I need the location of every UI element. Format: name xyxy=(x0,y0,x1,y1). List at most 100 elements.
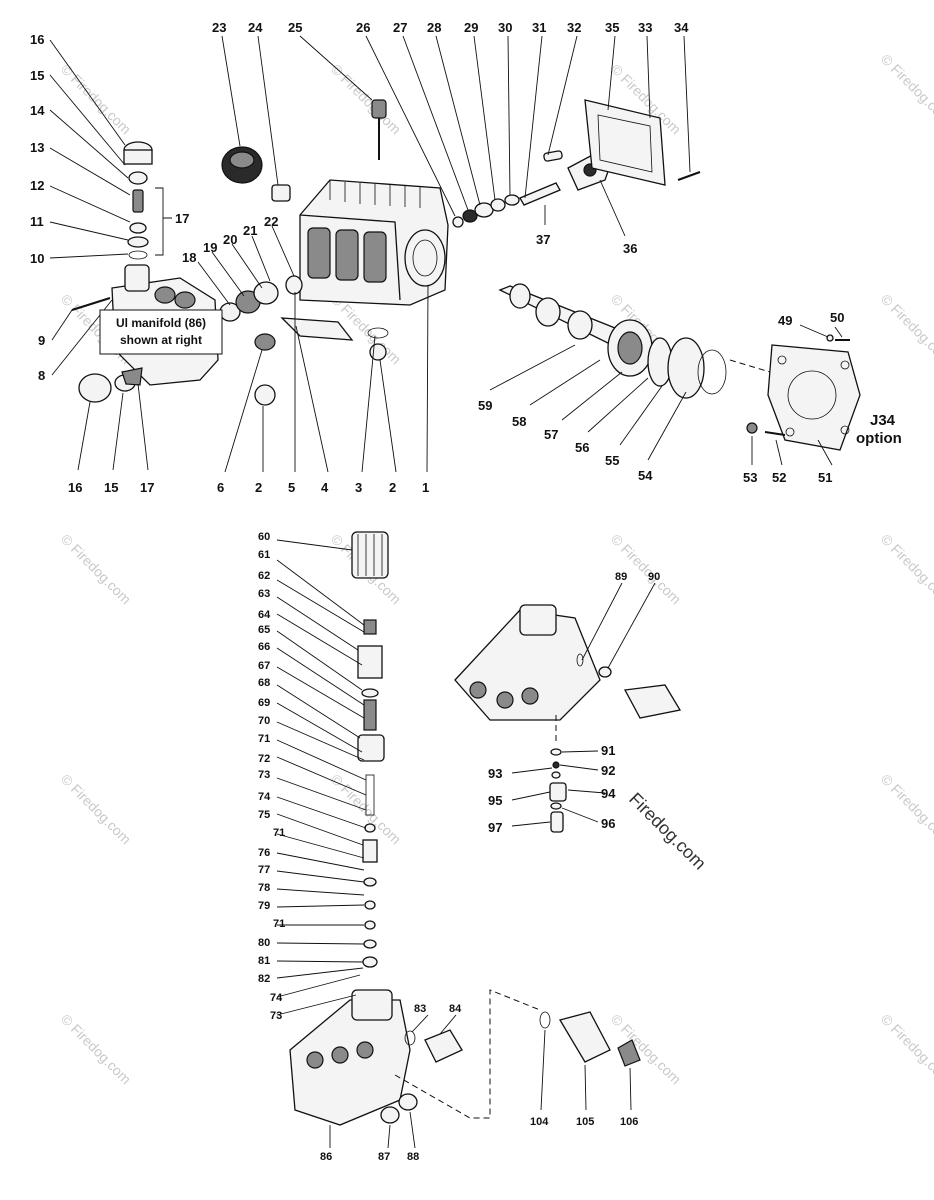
watermark: © Firedog.com xyxy=(878,1011,934,1087)
leader-lines xyxy=(49,35,843,1149)
callout-62: 62 xyxy=(258,570,270,582)
callout-15: 15 xyxy=(30,68,44,83)
callout-12: 12 xyxy=(30,178,44,193)
callout-4: 4 xyxy=(321,480,329,495)
callout-76: 76 xyxy=(258,847,270,859)
callout-28: 28 xyxy=(427,20,441,35)
watermark: © Firedog.com xyxy=(878,531,934,607)
callout-labels: 16 15 14 13 12 11 10 17 9 8 16 15 17 18 … xyxy=(30,20,844,1163)
callout-24: 24 xyxy=(248,20,263,35)
callout-92: 92 xyxy=(601,763,615,778)
crankcase-assembly-artwork xyxy=(71,99,861,451)
callout-57: 57 xyxy=(544,427,558,442)
callout-74: 74 xyxy=(258,791,271,803)
callout-58: 58 xyxy=(512,414,526,429)
callout-31: 31 xyxy=(532,20,546,35)
callout-16: 16 xyxy=(68,480,82,495)
callout-104: 104 xyxy=(530,1116,549,1128)
callout-34: 34 xyxy=(674,20,689,35)
watermark: © Firedog.com xyxy=(878,771,934,847)
callout-93: 93 xyxy=(488,766,502,781)
callout-32: 32 xyxy=(567,20,581,35)
callout-91: 91 xyxy=(601,743,615,758)
callout-106: 106 xyxy=(620,1116,638,1128)
callout-83: 83 xyxy=(414,1003,426,1015)
j34-note-line1: J34 xyxy=(870,412,896,429)
callout-105: 105 xyxy=(576,1116,594,1128)
callout-23: 23 xyxy=(212,20,226,35)
callout-80: 80 xyxy=(258,937,270,949)
callout-49: 49 xyxy=(778,313,792,328)
callout-25: 25 xyxy=(288,20,302,35)
watermark: © Firedog.com xyxy=(58,61,134,137)
callout-78: 78 xyxy=(258,882,270,894)
callout-88: 88 xyxy=(407,1151,419,1163)
unloader-manifold-artwork xyxy=(289,531,682,1126)
callout-63: 63 xyxy=(258,588,270,600)
callout-2: 2 xyxy=(255,480,262,495)
callout-5: 5 xyxy=(288,480,295,495)
callout-6: 6 xyxy=(217,480,224,495)
callout-69: 69 xyxy=(258,697,270,709)
callout-84: 84 xyxy=(449,1003,462,1015)
callout-53: 53 xyxy=(743,470,757,485)
callout-19: 19 xyxy=(203,240,217,255)
callout-81: 81 xyxy=(258,955,270,967)
callout-82: 82 xyxy=(258,973,270,985)
watermark: © Firedog.com xyxy=(58,531,134,607)
callout-79: 79 xyxy=(258,900,270,912)
callout-65: 65 xyxy=(258,624,270,636)
callout-67: 67 xyxy=(258,660,270,672)
callout-61: 61 xyxy=(258,549,270,561)
callout-97: 97 xyxy=(488,820,502,835)
callout-3: 3 xyxy=(355,480,362,495)
callout-70: 70 xyxy=(258,715,270,727)
callout-59: 59 xyxy=(478,398,492,413)
callout-60: 60 xyxy=(258,531,270,543)
callout-9: 9 xyxy=(38,333,45,348)
callout-64: 64 xyxy=(258,609,271,621)
callout-27: 27 xyxy=(393,20,407,35)
callout-75: 75 xyxy=(258,809,270,821)
callout-55: 55 xyxy=(605,453,619,468)
callout-74: 74 xyxy=(270,992,283,1004)
watermark: © Firedog.com xyxy=(608,531,684,607)
callout-73: 73 xyxy=(270,1010,282,1022)
callout-50: 50 xyxy=(830,310,844,325)
callout-26: 26 xyxy=(356,20,370,35)
callout-11: 11 xyxy=(30,214,44,229)
callout-66: 66 xyxy=(258,641,270,653)
callout-36: 36 xyxy=(623,241,637,256)
callout-13: 13 xyxy=(30,140,44,155)
callout-30: 30 xyxy=(498,20,512,35)
callout-35: 35 xyxy=(605,20,619,35)
watermark: © Firedog.com xyxy=(58,771,134,847)
callout-15: 15 xyxy=(104,480,118,495)
callout-71: 71 xyxy=(273,827,285,839)
j34-note-line2: option xyxy=(856,430,902,447)
callout-18: 18 xyxy=(182,250,196,265)
callout-17: 17 xyxy=(140,480,154,495)
watermark: © Firedog.com xyxy=(878,51,934,127)
callout-77: 77 xyxy=(258,864,270,876)
callout-1: 1 xyxy=(422,480,429,495)
callout-90: 90 xyxy=(648,571,660,583)
callout-14: 14 xyxy=(30,103,45,118)
ul-manifold-note-line1: Ul manifold (86) xyxy=(116,316,206,330)
callout-73: 73 xyxy=(258,769,270,781)
callout-16: 16 xyxy=(30,32,44,47)
callout-71: 71 xyxy=(273,918,285,930)
callout-51: 51 xyxy=(818,470,832,485)
watermark: © Firedog.com xyxy=(878,291,934,367)
callout-37: 37 xyxy=(536,232,550,247)
callout-54: 54 xyxy=(638,468,653,483)
watermark: © Firedog.com xyxy=(58,1011,134,1087)
callout-87: 87 xyxy=(378,1151,390,1163)
ul-manifold-note: Ul manifold (86) shown at right xyxy=(99,309,223,355)
watermark-dark: Firedog.com xyxy=(625,789,710,874)
callout-2: 2 xyxy=(389,480,396,495)
callout-20: 20 xyxy=(223,232,237,247)
callout-89: 89 xyxy=(615,571,627,583)
callout-22: 22 xyxy=(264,214,278,229)
